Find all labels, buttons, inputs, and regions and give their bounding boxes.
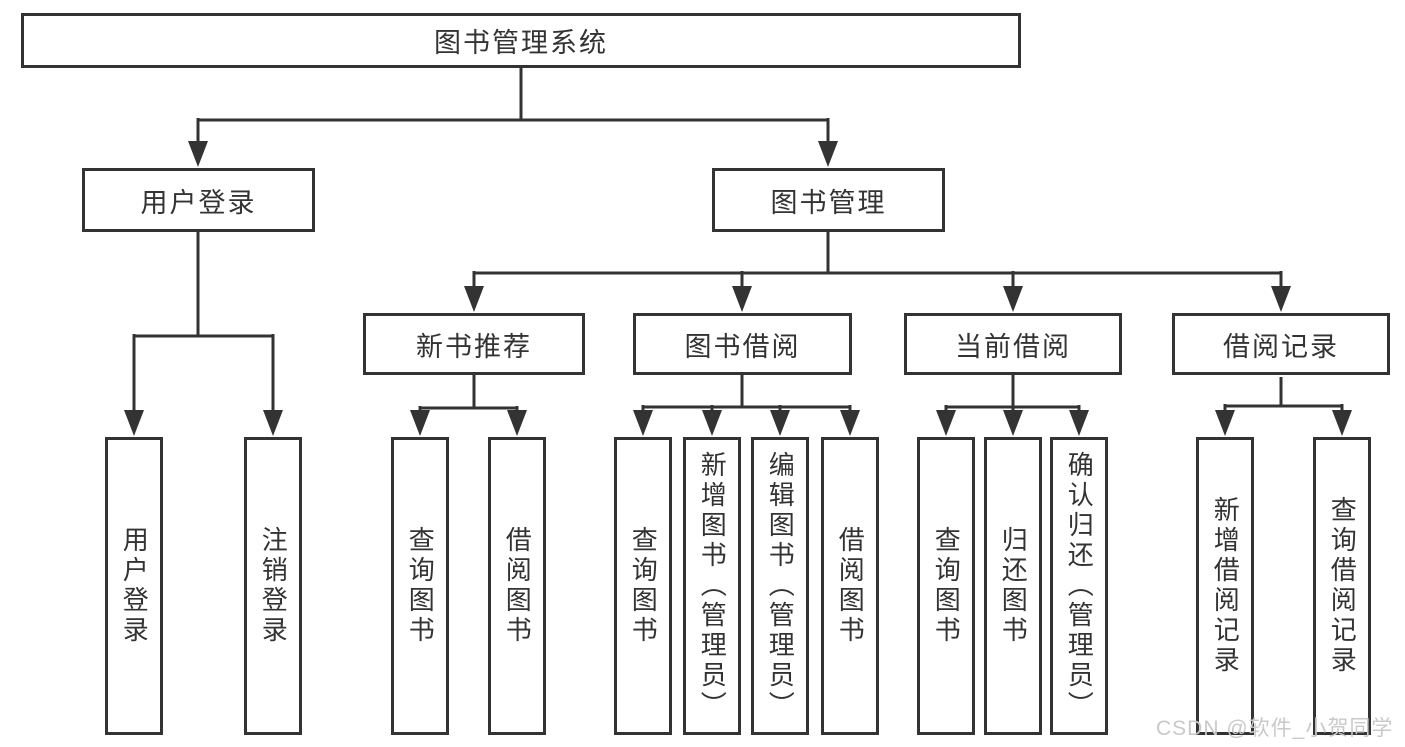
arrowhead [818, 141, 838, 167]
leaf-label: 新增借阅记录 [1210, 496, 1241, 676]
leaf-query-borrow-record: 查询借阅记录 [1313, 437, 1371, 735]
arrowhead [1003, 286, 1023, 312]
arrowhead [263, 410, 283, 436]
arrowhead [1271, 286, 1291, 312]
leaf-label: 借阅图书 [502, 526, 533, 646]
node-book-management: 图书管理 [712, 168, 945, 232]
arrowhead [464, 286, 484, 312]
leaf-add-book-admin: 新增图书（管理员） [683, 437, 741, 735]
leaf-user-login: 用户登录 [105, 437, 163, 735]
arrowhead [732, 286, 752, 312]
leaf-label: 注销登录 [258, 526, 289, 646]
arrowhead [124, 410, 144, 436]
connector-paths [132, 68, 1344, 418]
leaf-label: 借阅图书 [835, 526, 866, 646]
arrowhead [633, 410, 653, 436]
leaf-label: 确认归还（管理员） [1064, 451, 1095, 721]
leaf-label: 查询图书 [931, 526, 962, 646]
leaf-query-books-recommend: 查询图书 [391, 437, 449, 735]
leaf-label: 查询图书 [628, 526, 659, 646]
arrowhead [1003, 410, 1023, 436]
leaf-label: 编辑图书（管理员） [765, 451, 796, 721]
node-user-login: 用户登录 [82, 168, 315, 232]
leaf-label: 归还图书 [998, 526, 1029, 646]
arrowheads [124, 141, 1352, 436]
arrowhead [702, 410, 722, 436]
node-root-library-system: 图书管理系统 [21, 13, 1021, 68]
csdn-watermark: CSDN @软件_小贺同学 [1156, 717, 1394, 740]
arrowhead [410, 410, 430, 436]
leaf-label: 用户登录 [119, 526, 150, 646]
leaf-query-books-borrow: 查询图书 [614, 437, 672, 735]
leaf-edit-book-admin: 编辑图书（管理员） [751, 437, 809, 735]
arrowhead [188, 141, 208, 167]
leaf-confirm-return-admin: 确认归还（管理员） [1050, 437, 1108, 735]
leaf-add-borrow-record: 新增借阅记录 [1196, 437, 1254, 735]
node-current-borrow: 当前借阅 [904, 313, 1122, 375]
leaf-label: 查询借阅记录 [1327, 496, 1358, 676]
leaf-borrow-books-recommend: 借阅图书 [488, 437, 546, 735]
leaf-label: 新增图书（管理员） [697, 451, 728, 721]
arrowhead [1332, 410, 1352, 436]
leaf-return-book: 归还图书 [984, 437, 1042, 735]
arrowhead [1215, 410, 1235, 436]
arrowhead [840, 410, 860, 436]
node-book-borrow: 图书借阅 [633, 313, 852, 375]
node-borrow-records: 借阅记录 [1172, 313, 1390, 375]
arrowhead [936, 410, 956, 436]
arrowhead [1069, 410, 1089, 436]
arrowhead [507, 410, 527, 436]
leaf-borrow-books-borrow: 借阅图书 [821, 437, 879, 735]
node-new-book-recommend: 新书推荐 [363, 313, 585, 375]
leaf-query-books-current: 查询图书 [917, 437, 975, 735]
arrowhead [770, 410, 790, 436]
leaf-label: 查询图书 [405, 526, 436, 646]
leaf-logout: 注销登录 [244, 437, 302, 735]
